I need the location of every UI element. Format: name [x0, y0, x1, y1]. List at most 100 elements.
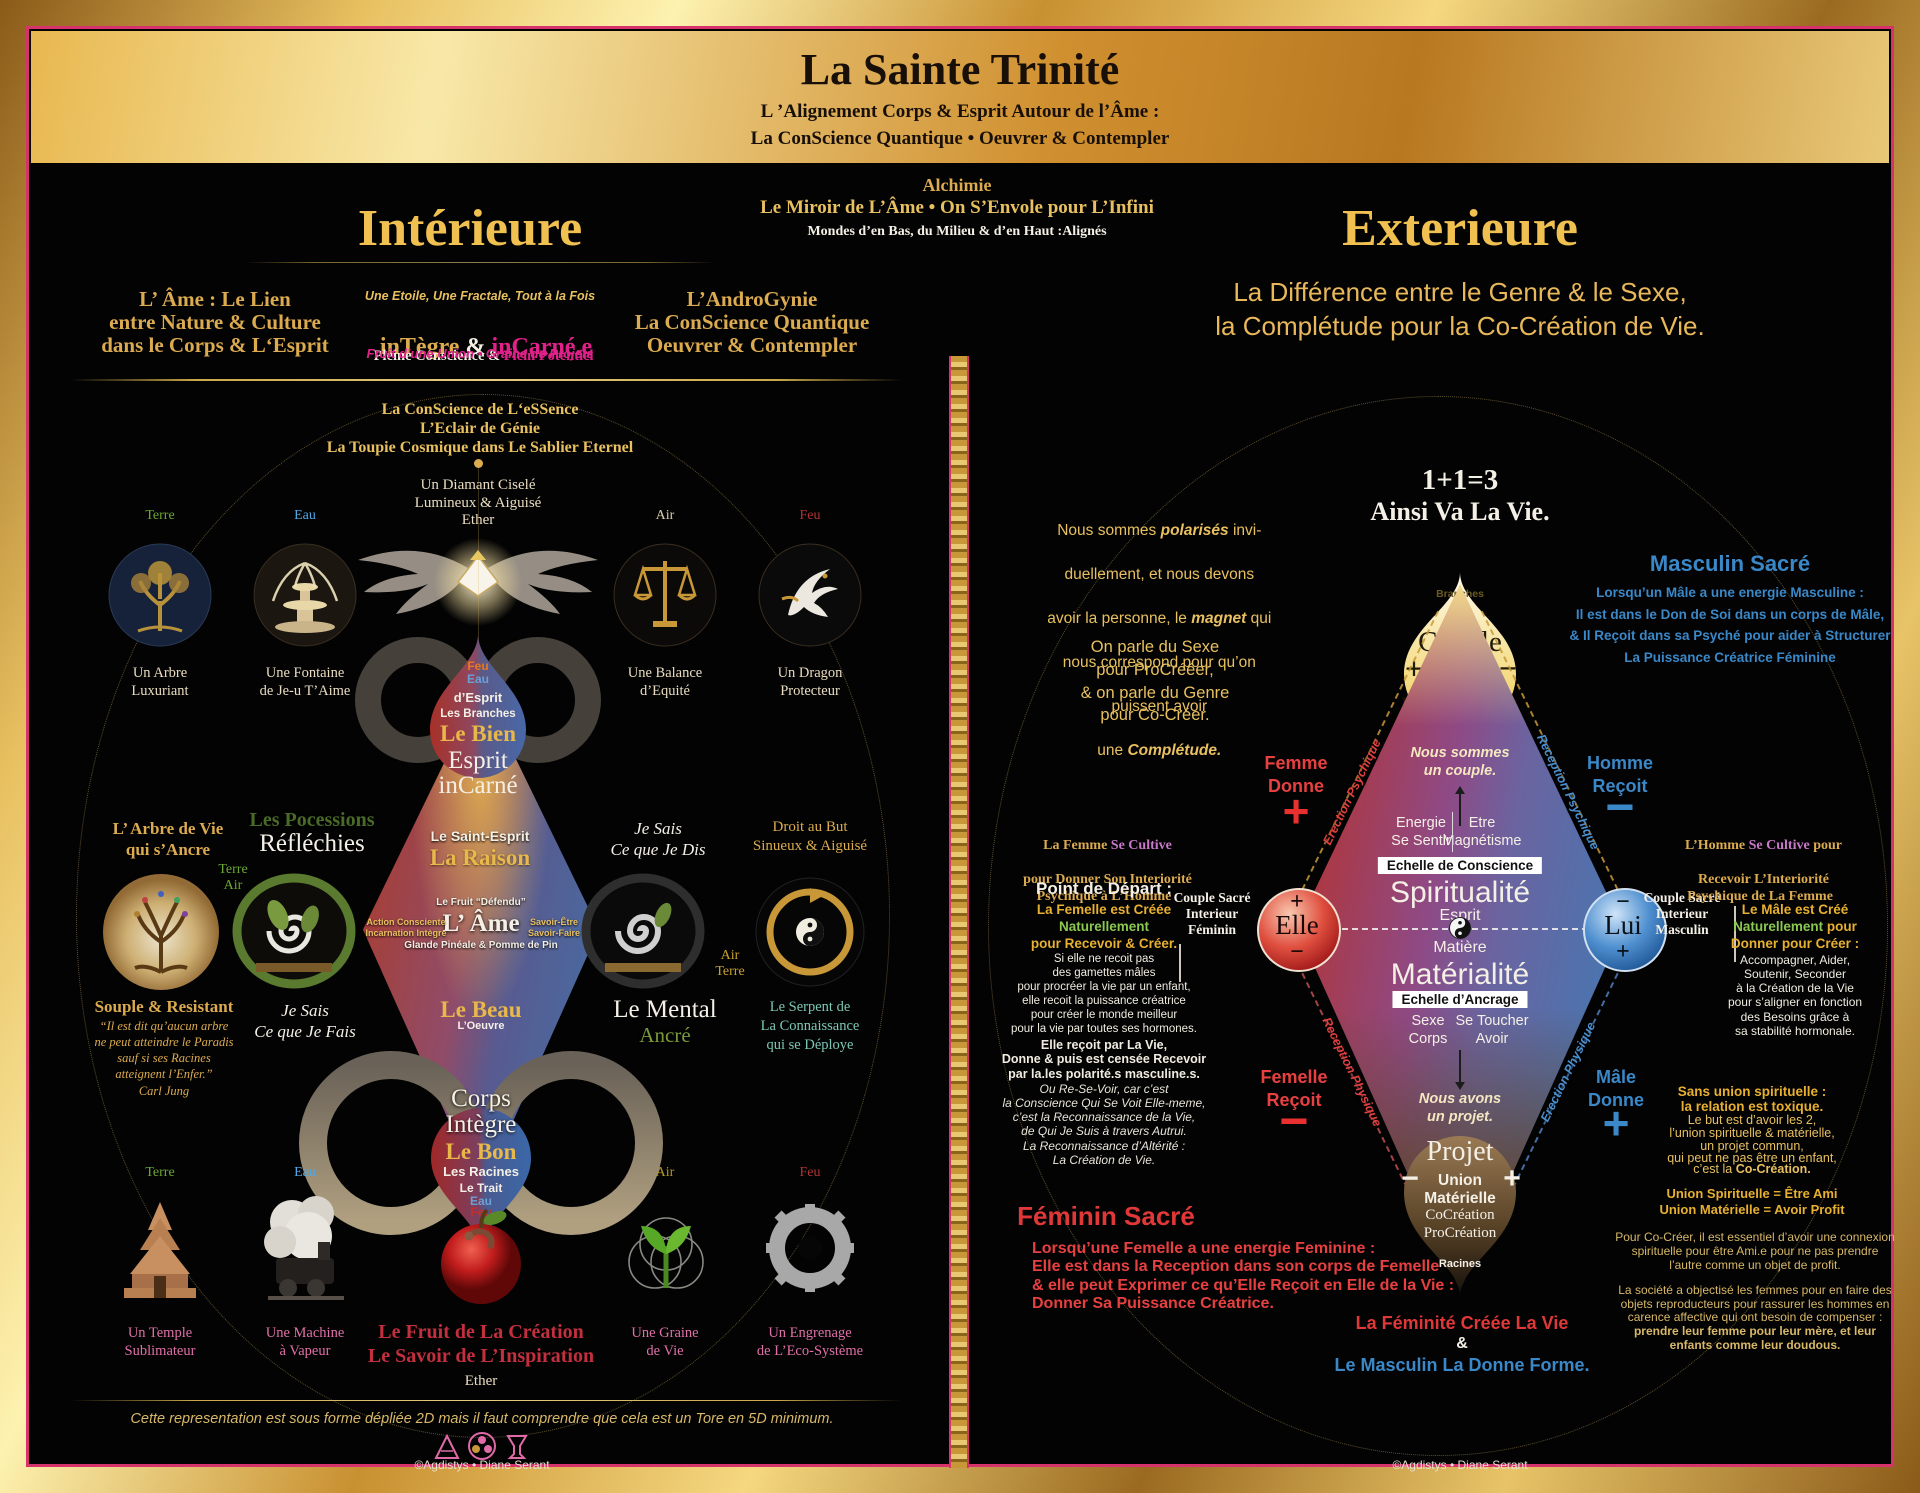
- right-credit: ©Agdistys • Diane Serant: [1392, 1458, 1528, 1472]
- racines-drop-label: Racines: [1438, 1258, 1482, 1270]
- left-title: Intérieure: [357, 200, 583, 257]
- male-cree-2: Donner pour Créer :: [1730, 936, 1860, 951]
- incarne-label: inCarné.e: [491, 334, 593, 360]
- steam-machine-icon: [250, 1192, 360, 1308]
- mondes-line: Mondes d’en Bas, du Milieu & d’en Haut :…: [807, 224, 1107, 239]
- corps-drop: [427, 1072, 535, 1254]
- caption-dragon: Un Dragon Protecteur: [777, 665, 843, 700]
- banner-title: La Sainte Trinité: [800, 45, 1120, 94]
- esprit-eau-label: Eau: [466, 672, 490, 686]
- right-title: Exterieure: [1342, 200, 1578, 257]
- femelle-nat: Naturellement: [1058, 919, 1150, 934]
- hc-a: L’Homme: [1684, 838, 1749, 854]
- beau-label: Le Beau: [440, 997, 522, 1022]
- fruit-defendu-label: Le Fruit “Défendu”: [436, 897, 526, 908]
- homme-cultive-label: L’Homme Se Cultive pour Recevoir L’Inter…: [1678, 820, 1842, 905]
- cocreation-label: CoCréation: [1425, 1207, 1495, 1223]
- p1-e: avoir la personne, le: [1047, 610, 1192, 627]
- esprit-branches-label: Les Branches: [440, 708, 516, 720]
- couple-sacre-masculin-label: Couple Sacré Interieur Masculin: [1643, 890, 1721, 938]
- saint-esprit-label: Le Saint-Esprit: [430, 828, 530, 844]
- divider-ornament: [949, 356, 969, 1468]
- left-col2-line1: Une Etoile, Une Fractale, Tout à la Fois: [364, 289, 596, 303]
- sans-union-last: c’est la Co-Création.: [1693, 1162, 1810, 1178]
- feminin-connector: [1179, 944, 1181, 982]
- caption-arbre: Un Arbre Luxuriant: [131, 665, 189, 700]
- nous-projet-label: Nous avons un projet.: [1418, 1091, 1502, 1126]
- essence-text: La ConScience de L‘eSSence L’Eclair de G…: [326, 401, 634, 457]
- apple-icon: [429, 1206, 533, 1310]
- femelle-bold: Elle reçoit par La Vie, Donne & puis est…: [1001, 1038, 1207, 1081]
- male-cree-nat-line: Naturellement pour: [1733, 919, 1857, 936]
- mirror-line: Le Miroir de L’Âme • On S’Envole pour L’…: [760, 197, 1154, 218]
- p1-c: invi-: [1228, 522, 1262, 539]
- procreation-label: ProCréation: [1423, 1225, 1497, 1241]
- p1-b: polarisés: [1160, 522, 1229, 539]
- down-arrow: [1459, 1050, 1461, 1084]
- lui-minus: −: [1616, 889, 1630, 915]
- reflechies-label: Réfléchies: [259, 830, 365, 857]
- elle-minus: −: [1290, 939, 1304, 965]
- terre-air-label: Terre Air: [218, 862, 248, 894]
- oeuvre-label: L’Oeuvre: [457, 1020, 505, 1032]
- p1-i: puissent avoir: [1111, 698, 1208, 715]
- masculin-sacre-title: Masculin Sacré: [1649, 551, 1811, 576]
- left-credit: ©Agdistys • Diane Serant: [414, 1458, 550, 1472]
- left-rule-top: [70, 379, 902, 381]
- projet-plus: +: [1503, 1162, 1521, 1195]
- caption-graine: Une Graine de Vie: [631, 1325, 699, 1360]
- element-feu-top: Feu: [799, 508, 821, 523]
- echelle-ancrage-box: Echelle d’Ancrage: [1392, 990, 1528, 1010]
- union-materielle-label: Union Matérielle: [1424, 1172, 1496, 1207]
- flower-icon: [466, 1430, 498, 1462]
- masculin-sacre-body: Lorsqu’un Mâle a une energie Masculine :…: [1569, 585, 1891, 665]
- homme-recoit-label: Homme Reçoit: [1586, 753, 1654, 796]
- femelle-body: Si elle ne recoit pas des gamettes mâles…: [1010, 953, 1198, 1036]
- jung-author: Carl Jung: [138, 1084, 190, 1098]
- mid-divider-line: [1452, 812, 1453, 852]
- winged-spirit-icon: [348, 530, 608, 640]
- feminin-sacre-body: Lorsqu’une Femelle a une energie Feminin…: [1032, 1240, 1455, 1313]
- p1-k: Complétude.: [1127, 742, 1222, 759]
- element-terre-bottom: Terre: [145, 1165, 175, 1180]
- male-body: Accompagner, Aider, Soutenir, Seconder à…: [1727, 953, 1863, 1038]
- projet-drop: [1398, 1126, 1522, 1298]
- left-col2-line3: Pleine Conscience & Plein Potentiel: [366, 329, 594, 365]
- elle-circle: [1257, 888, 1341, 972]
- trait-label: Le Trait: [459, 1181, 503, 1195]
- male-cree-1: Le Mâle est Créé: [1741, 902, 1849, 917]
- equation-label: 1+1=3: [1421, 464, 1499, 496]
- pocessions-label: Les Pocessions: [249, 809, 375, 831]
- caption-engrenage: Un Engrenage de L’Eco-Système: [756, 1325, 864, 1360]
- ouroboros-icon: [755, 877, 865, 987]
- mental-label: Le Mental: [613, 996, 717, 1023]
- societe-paragraph-bold: prendre leur femme pour leur mère, et le…: [1633, 1324, 1877, 1352]
- caption-fontaine: Une Fontaine de Je-u T’Aime: [259, 665, 351, 700]
- jung-quote: “Il est dit qu’aucun arbre ne peut attei…: [94, 1019, 234, 1081]
- air-terre-label: Air Terre: [715, 948, 745, 980]
- esprit-feu-label: Feu: [467, 659, 489, 673]
- arbre-vie-label: L’ Arbre de Vie qui s’Ancre: [112, 819, 224, 860]
- caption-temple: Un Temple Sublimateur: [124, 1325, 196, 1360]
- je-sais-dis-label: Je Sais Ce que Je Dis: [610, 819, 706, 860]
- caption-fruit: Le Fruit de La Création Le Savoir de L’I…: [367, 1321, 595, 1367]
- su-a: c’est la: [1693, 1162, 1736, 1176]
- corps-feu-label: Feu: [470, 1205, 492, 1219]
- p1-d: duellement, et nous devons: [1064, 566, 1255, 583]
- homme-minus: −: [1605, 779, 1635, 835]
- glande-label: Glande Pinéale & Pomme de Pin: [404, 940, 558, 951]
- p1-h: nous correspond pour qu’on: [1062, 654, 1256, 671]
- element-eau-bottom: Eau: [294, 1165, 316, 1180]
- pleine-conscience: Pleine Conscience: [373, 348, 485, 365]
- energie-label: Energie Se Sentir: [1391, 815, 1451, 850]
- echelle-ancrage-label: Echelle d’Ancrage: [1392, 991, 1528, 1008]
- amp-2: &: [484, 348, 504, 365]
- footer-note: Cette representation est sous forme dépl…: [130, 1411, 834, 1427]
- racines-label: Les Racines: [443, 1164, 519, 1179]
- matiere-label: Matière: [1433, 939, 1487, 956]
- amp-1: &: [459, 334, 492, 360]
- plein-potentiel: Plein Potentiel: [503, 348, 594, 365]
- spiritualite-label: Spiritualité: [1389, 876, 1531, 909]
- femelle-recoit-label: Femelle Reçoit: [1260, 1067, 1328, 1110]
- projet-minus: −: [1401, 1162, 1419, 1195]
